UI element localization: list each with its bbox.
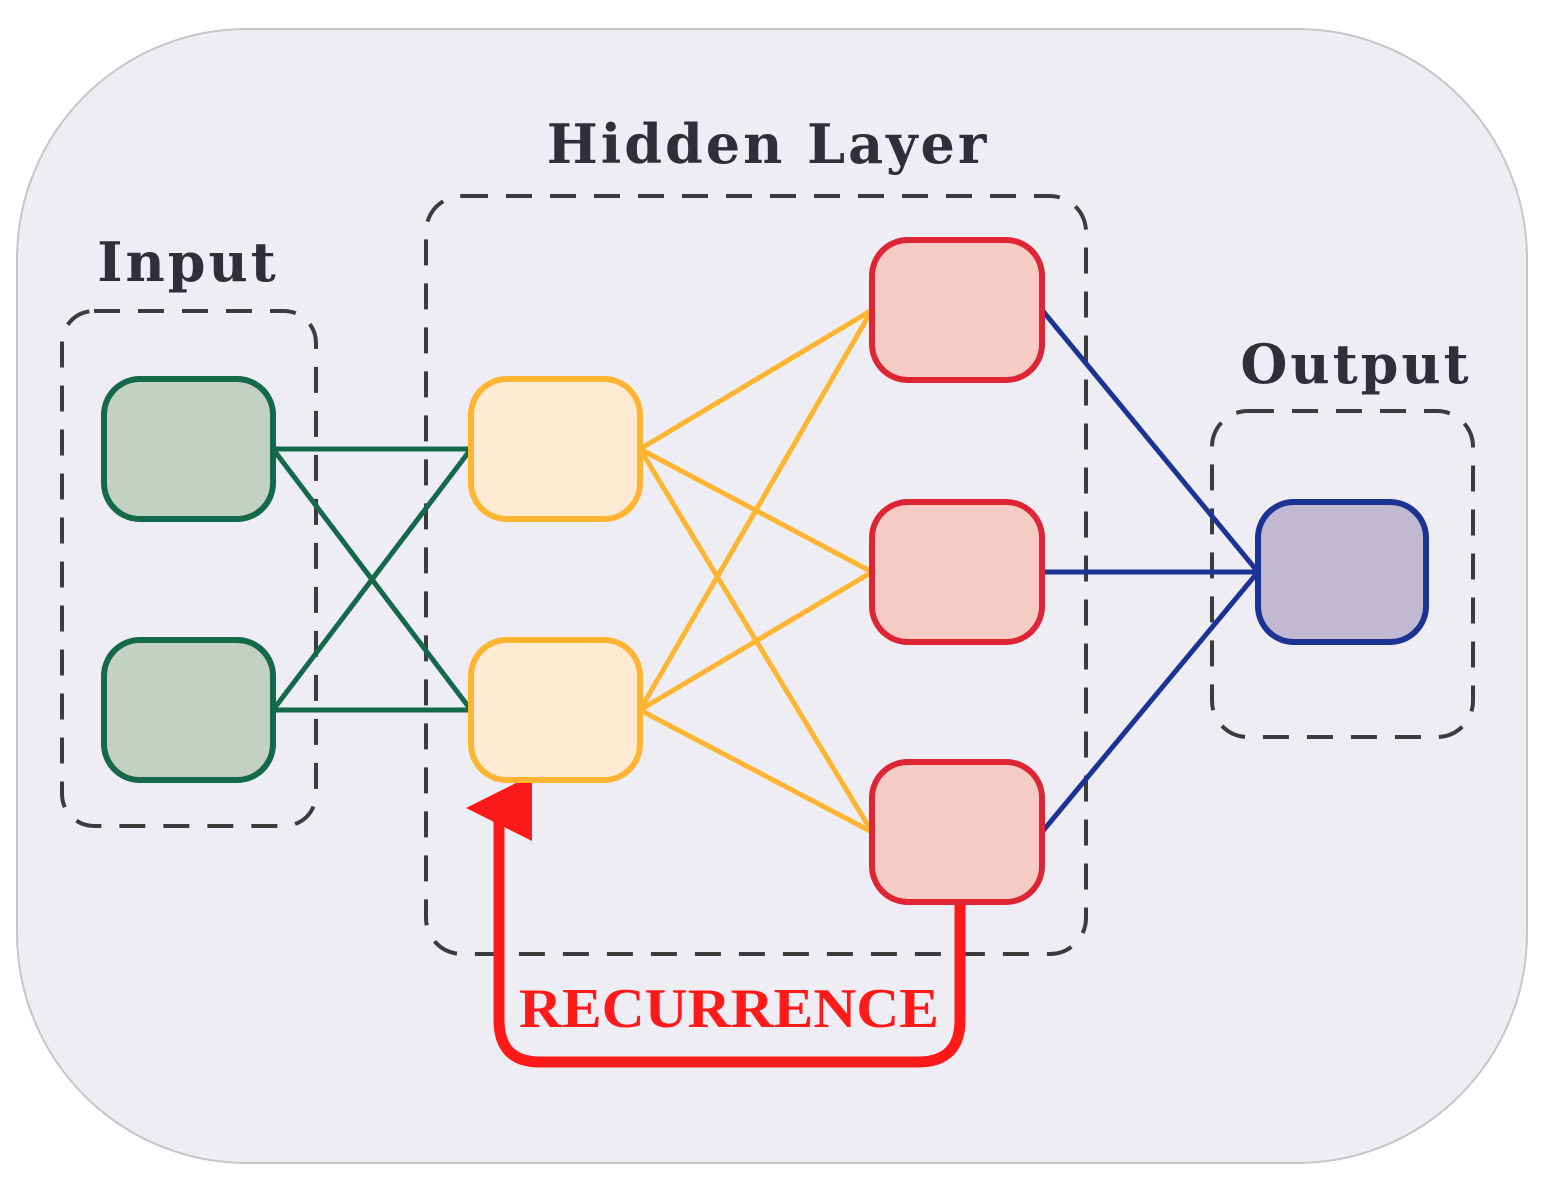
hidden-node-1b — [468, 637, 643, 783]
input-node-2 — [101, 637, 276, 783]
input-group-box — [60, 309, 318, 828]
hidden-node-2b — [869, 499, 1045, 645]
edge-h1a-h2a — [638, 307, 874, 452]
edge-h2c-o — [1040, 570, 1260, 834]
edge-h1b-h2c — [638, 707, 874, 835]
input-node-1 — [101, 376, 276, 522]
edge-h2a-o — [1040, 308, 1260, 574]
edge-h1b-h2b — [638, 569, 874, 713]
hidden-group-box — [424, 194, 1088, 956]
hidden-node-2a — [869, 237, 1045, 383]
hidden-layer-label: Hidden Layer — [547, 112, 990, 176]
input-label: Input — [97, 230, 278, 294]
hidden-node-2c — [869, 759, 1045, 905]
edge-h1b-h2a — [637, 308, 875, 712]
output-node — [1255, 499, 1429, 645]
output-label: Output — [1240, 332, 1471, 396]
recurrence-label: RECURRENCE — [519, 978, 939, 1040]
edge-i2-h1 — [271, 447, 473, 712]
input-connections — [271, 446, 473, 713]
background-panel — [16, 28, 1528, 1164]
output-connections — [1040, 308, 1260, 834]
hidden-connections — [637, 307, 875, 835]
hidden-node-1a — [468, 376, 643, 522]
recurrence-arrow — [466, 775, 966, 1068]
